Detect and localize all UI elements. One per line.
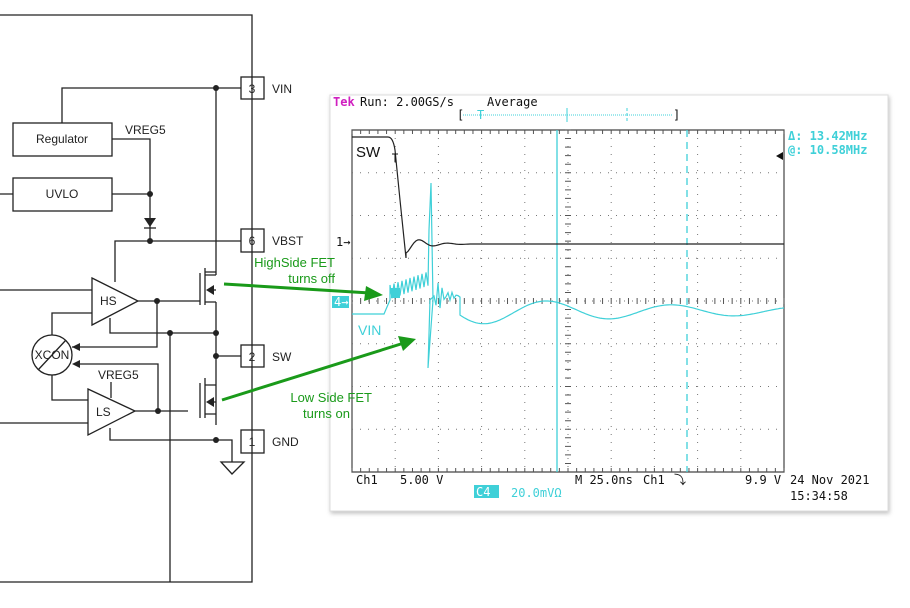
diode-icon [144,218,156,227]
ch1-ground-marker: 1→ [336,235,350,249]
pin-number: 6 [249,234,256,248]
ls-label: LS [96,405,111,419]
regulator-label: Regulator [36,132,88,146]
pin-gnd: 1 GND [240,429,299,454]
ch4-badge-bg [474,485,499,498]
xcon-label: XCON [35,348,70,362]
trigger-marker: T [477,108,484,122]
trigger-level-icon [776,152,783,160]
scope-acq-mode: Average [487,95,538,109]
junction-dot [213,85,219,91]
pin-name: VBST [272,234,304,248]
capture-date: 24 Nov 2021 [790,473,869,487]
pin-name: GND [272,435,299,449]
oscilloscope-capture: Tek Run: 2.00GS/s Average [ ] T SW VIN 1… [329,94,889,512]
trigger-level: 9.9 V [745,473,781,487]
ch4-trace-vin [352,182,785,369]
hs-arrow [223,282,371,295]
ls-annotation-line1: Low Side FET [290,390,372,405]
scope-panel [329,94,889,512]
ls-driver [87,387,137,437]
ls-net [0,378,233,462]
ls-arrow [221,341,405,402]
pin-sw: 2 SW [240,344,292,368]
svg-text:]: ] [673,108,680,122]
vreg5-net [0,138,151,241]
fet-arrow-icon [206,285,214,295]
annotations: HighSide FET turns off Low Side FET turn… [221,255,416,421]
pin-number: 2 [249,350,256,364]
scope-brand: Tek [333,95,355,109]
junction-dot [147,238,153,244]
sw-net [169,302,241,582]
xcon-net [51,312,159,411]
arrow-head-icon [364,286,383,301]
vreg5-label: VREG5 [125,123,166,137]
fet-arrow-icon [206,397,214,407]
pin-name: SW [272,350,292,364]
scope-run-status: Run: 2.00GS/s [360,95,454,109]
trigger-point-icon [392,153,398,162]
junction-dot [154,298,160,304]
hs-annotation-line1: HighSide FET [254,255,335,270]
ch4-label: VIN [358,322,381,338]
ls-annotation-line2: turns on [303,406,350,421]
ch4-marker-box [391,288,400,298]
vreg5-label-2: VREG5 [98,368,139,382]
ch1-scale: 5.00 V [400,473,443,487]
ground-icon [219,461,246,475]
record-indicator: [ ] T [457,108,680,122]
cursor-delta-readout: Δ: 13.42MHz [788,129,867,143]
ic-boundary [0,14,253,583]
junction-dot [155,408,161,414]
arrow-head-icon [398,336,416,351]
hs-driver [91,276,140,327]
arrow-icon [72,343,80,368]
svg-text:[: [ [457,108,464,122]
vin-net [61,87,241,276]
ch1-label: SW [356,144,381,161]
ch1-trace-sw [352,136,784,259]
pin-vbst: 6 VBST [240,228,304,253]
junction-dot [167,330,173,336]
trigger-slope-icon: ⤵ [674,473,686,487]
junction-dot [213,330,219,336]
pin-vin: 3 VIN [240,76,292,100]
ch4-badge: C4 [476,485,490,499]
schematic: Regulator UVLO VREG5 3 VIN 6 VBST 2 SW 1 [0,14,304,583]
ch4-ground-marker: 4→ [334,295,348,309]
junction-dot [147,191,153,197]
hs-annotation-line2: turns off [288,271,335,286]
grid-ticks [351,129,785,472]
cursor-at-readout: @: 10.58MHz [788,143,867,157]
ch4-ground-marker-bg [332,296,349,308]
junction-dot [213,437,219,443]
ch1-scale-name: Ch1 [356,473,378,487]
vbst-net [114,240,241,282]
pin-number: 3 [249,82,256,96]
pin-number: 1 [249,435,256,449]
trigger-source: Ch1 [643,473,665,487]
pin-name: VIN [272,82,292,96]
xcon-slash [37,339,67,371]
capture-time: 15:34:58 [790,489,848,503]
ch4-scale: 20.0mVΩ [511,486,562,500]
hs-label: HS [100,294,117,308]
timebase: M 25.0ns [575,473,633,487]
junction-dot [213,353,219,359]
uvlo-label: UVLO [46,187,79,201]
hs-net [0,268,216,348]
